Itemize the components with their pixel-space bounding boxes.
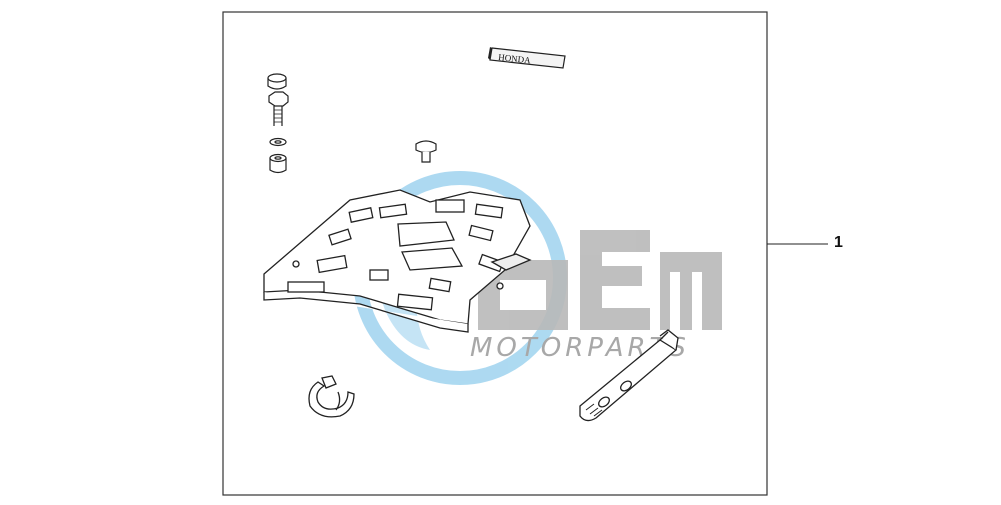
bolt-part <box>268 91 289 126</box>
honda-badge-text: HONDA <box>498 52 532 65</box>
slide-lock-part <box>579 329 679 422</box>
diagram-frame <box>222 11 768 496</box>
callout-number-1: 1 <box>834 234 843 251</box>
washer-part <box>269 137 287 147</box>
oem-logo-letters <box>478 230 722 330</box>
cap-nut-part <box>267 73 287 90</box>
honda-badge: HONDA <box>488 47 566 69</box>
carrier-base-plate <box>263 189 532 333</box>
clamp-part <box>308 375 355 418</box>
knob-bolt-part <box>415 140 437 163</box>
collar-part <box>269 153 287 174</box>
